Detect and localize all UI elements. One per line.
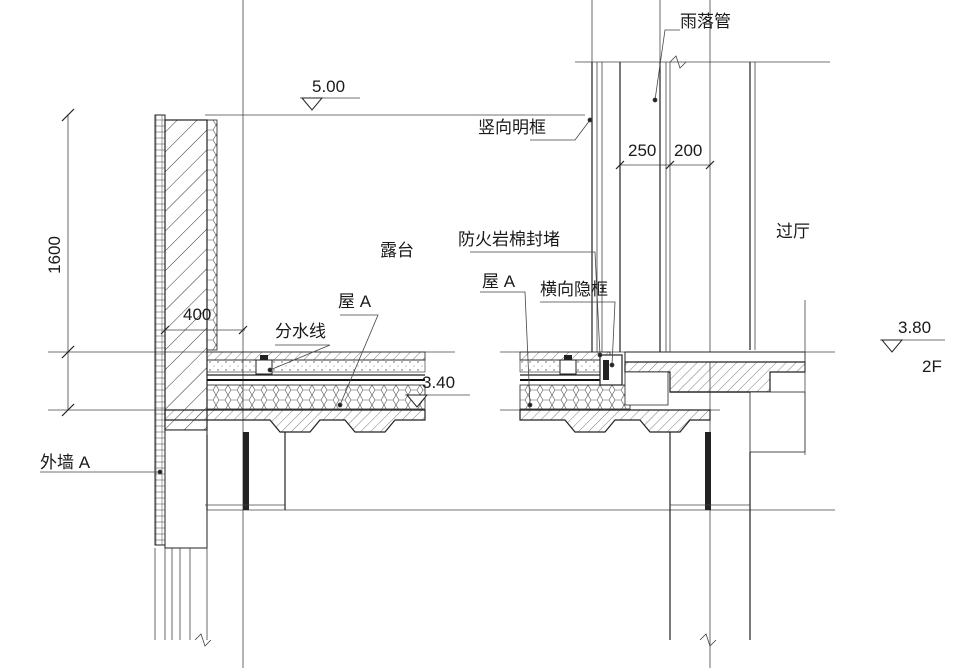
label-hall: 过厅 bbox=[776, 222, 810, 241]
elevation-3-40: 3.40 bbox=[405, 373, 470, 408]
dimension-400: 400 bbox=[160, 305, 248, 335]
terrace-slab-left bbox=[164, 351, 426, 433]
elevation-3-40-text: 3.40 bbox=[422, 373, 455, 392]
label-floor-2f: 2F bbox=[922, 357, 942, 376]
elevation-3-80-text: 3.80 bbox=[898, 318, 931, 337]
label-roof-a-right: 屋 A bbox=[482, 272, 516, 291]
label-drip-line: 分水线 bbox=[275, 322, 326, 341]
elevation-3-80: 3.80 bbox=[880, 318, 945, 353]
label-vertical-frame: 竖向明框 bbox=[478, 118, 546, 137]
dim-250-text: 250 bbox=[628, 141, 656, 160]
elevation-5-00-text: 5.00 bbox=[312, 77, 345, 96]
terrace-slab-right bbox=[519, 351, 711, 433]
dimension-250-200: 250 200 bbox=[615, 141, 715, 170]
curtain-wall bbox=[591, 62, 806, 455]
label-roof-a-left: 屋 A bbox=[338, 292, 372, 311]
exterior-wall bbox=[154, 114, 218, 640]
label-terrace: 露台 bbox=[380, 241, 414, 260]
lower-columns bbox=[205, 432, 751, 640]
labels: 雨落管 竖向明框 露台 防火岩棉封堵 屋 A 屋 A 横向隐框 分水线 过厅 外… bbox=[40, 12, 942, 472]
elevation-5-00: 5.00 bbox=[300, 77, 360, 111]
label-downpipe: 雨落管 bbox=[680, 12, 731, 31]
dim-400-text: 400 bbox=[183, 305, 211, 324]
dimension-1600: 1600 bbox=[45, 108, 75, 417]
label-exterior-wall: 外墙 A bbox=[40, 453, 91, 472]
dim-1600-text: 1600 bbox=[45, 236, 64, 274]
label-fire-seal: 防火岩棉封堵 bbox=[458, 230, 560, 249]
label-horizontal-frame: 横向隐框 bbox=[540, 280, 608, 299]
dim-200-text: 200 bbox=[674, 141, 702, 160]
leader-lines bbox=[40, 29, 680, 475]
break-marks bbox=[194, 55, 717, 647]
